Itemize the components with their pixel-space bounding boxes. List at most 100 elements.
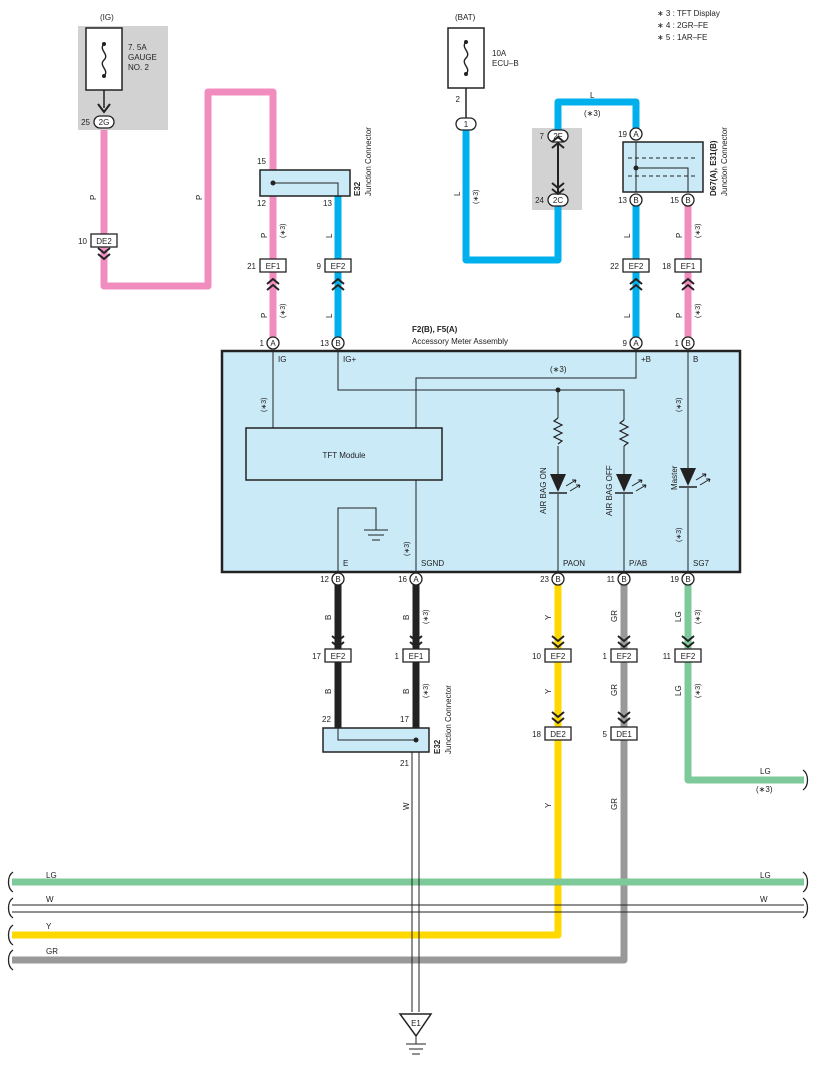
connector-chevron-icon: [617, 717, 631, 725]
connector-ef1-c-box: [402, 648, 430, 663]
connector-chevron-icon: [97, 247, 111, 255]
pin-ig-circle: [266, 336, 280, 350]
connector-chevron-icon: [331, 641, 345, 649]
connector-2g-pin: 25: [81, 118, 90, 127]
wire-code-label: Y: [544, 614, 553, 620]
junction-top-pin-out1: 12: [257, 199, 266, 208]
connector-de1-label: DE1: [616, 730, 632, 739]
pin-b-label: B: [693, 355, 698, 364]
connector-2g-label: 2G: [99, 118, 110, 127]
connector-chevron-icon: [551, 635, 565, 643]
led-airbag-on-icon: [549, 474, 581, 494]
junction-right-out1-letter: B: [633, 196, 638, 205]
connector-chevron-icon: [97, 103, 111, 114]
pin-plusb-label: +B: [641, 355, 651, 364]
note-ref: (∗3): [676, 528, 683, 542]
led-master-label: Master: [670, 465, 679, 490]
wire-gray: [12, 578, 628, 964]
note-1: ∗ 3 : TFT Display: [657, 9, 720, 18]
connector-chevron-icon: [681, 283, 695, 291]
connector-chevron-icon: [617, 641, 631, 649]
connector-ef2-b-box: [622, 258, 650, 273]
pin-pab-pin: 11: [607, 575, 616, 584]
connector-ef2-a-label: EF2: [331, 262, 346, 271]
connector-ef1-a-label: EF1: [266, 262, 281, 271]
pin-ig-label: IG: [278, 355, 286, 364]
connector-chevron-icon: [331, 283, 345, 291]
pin-igplus-pin: 13: [320, 339, 329, 348]
connector-chevron-icon: [617, 711, 631, 719]
connector-ef2-e-pin: 1: [603, 652, 608, 661]
connector-chevron-icon: [409, 635, 423, 643]
wire-code-label: L: [325, 313, 334, 318]
junction-right-out2-circle: [681, 193, 695, 207]
junction-bottom-code: E32: [433, 739, 442, 754]
note-ref: (∗3): [423, 610, 430, 624]
connector-chevron-icon: [409, 641, 423, 649]
junction-top-pin-in: 15: [257, 157, 266, 166]
connector-bat-1-label: 1: [464, 120, 469, 129]
assembly-title: F2(B), F5(A): [412, 325, 458, 334]
junction-right-out1-circle: [629, 193, 643, 207]
bus-gr-left: GR: [46, 947, 58, 956]
pin-pab-label: P/AB: [629, 559, 647, 568]
bus-w-left: W: [46, 895, 54, 904]
note-2: ∗ 4 : 2GR–FE: [657, 21, 708, 30]
junction-top-code: E32: [353, 181, 362, 196]
pin-pab-circle: [617, 572, 631, 586]
connector-2c-pin: 24: [535, 196, 544, 205]
pin-paon-circle: [551, 572, 565, 586]
connector-chevron-icon: [266, 277, 280, 285]
pin-pab-letter: B: [621, 575, 626, 584]
wire-code-label: P: [675, 233, 684, 238]
internal-ground-icon: [364, 529, 388, 541]
led-airbag-off-label: AIR BAG OFF: [605, 465, 614, 516]
junction-right-code: D67(A), E31(B): [709, 140, 718, 196]
connector-chevron-icon: [331, 277, 345, 285]
junction-bottom-label: Junction Connector: [444, 685, 453, 754]
junction-bottom-pin-out: 21: [400, 759, 409, 768]
connector-ef2-b-pin: 22: [610, 262, 619, 271]
junction-top-pin-out2: 13: [323, 199, 332, 208]
connector-chevron-icon: [617, 635, 631, 643]
pin-sg7-letter: B: [685, 575, 690, 584]
junction-bottom-pin-in1: 22: [322, 715, 331, 724]
pin-paon-label: PAON: [563, 559, 585, 568]
connector-ef2-c-label: EF2: [331, 652, 346, 661]
connector-ef1-c-label: EF1: [409, 652, 424, 661]
wire-code-label: GR: [610, 610, 619, 622]
connector-de2-top-pin: 10: [78, 237, 87, 246]
connector-de2-top-label: DE2: [96, 237, 112, 246]
wire-code-label: GR: [610, 798, 619, 810]
wire-code-label: P: [260, 313, 269, 318]
pin-b-circle: [681, 336, 695, 350]
connector-chevron-icon: [551, 641, 565, 649]
note-3: ∗ 5 : 1AR–FE: [657, 33, 707, 42]
wire-code-label: P: [260, 233, 269, 238]
note-ref: (∗3): [423, 684, 430, 698]
pin-paon-pin: 23: [540, 575, 549, 584]
pin-igplus-label: IG+: [343, 355, 356, 364]
led-airbag-off-icon: [615, 474, 647, 494]
pin-sgnd-letter: A: [413, 575, 419, 584]
bus-lg-left: LG: [46, 871, 57, 880]
connector-chevron-icon: [551, 182, 565, 190]
wire-code-label: P: [195, 195, 204, 200]
junction-right-out1-pin: 13: [618, 196, 627, 205]
fuse-ig-name-1: 7. 5A: [128, 43, 147, 52]
junction-right-in-circle: [629, 127, 643, 141]
note-ref: (∗3): [280, 224, 287, 238]
connector-ef2-e-box: [610, 648, 638, 663]
note-ref: (∗3): [280, 304, 287, 318]
fuse-ig-source: (IG): [100, 13, 114, 22]
note-ref: (∗3): [584, 109, 601, 118]
connector-de2-bottom-box: [544, 726, 572, 741]
pin-sg7-pin: 19: [670, 575, 679, 584]
wire-code-label: B: [324, 615, 333, 620]
connector-ef1-a-box: [259, 258, 287, 273]
connector-ef2-c-box: [324, 648, 352, 663]
assembly-internal-lines: [272, 351, 689, 572]
fuse-bat-name-1: 10A: [492, 49, 507, 58]
connector-2g-oval: [93, 115, 115, 129]
